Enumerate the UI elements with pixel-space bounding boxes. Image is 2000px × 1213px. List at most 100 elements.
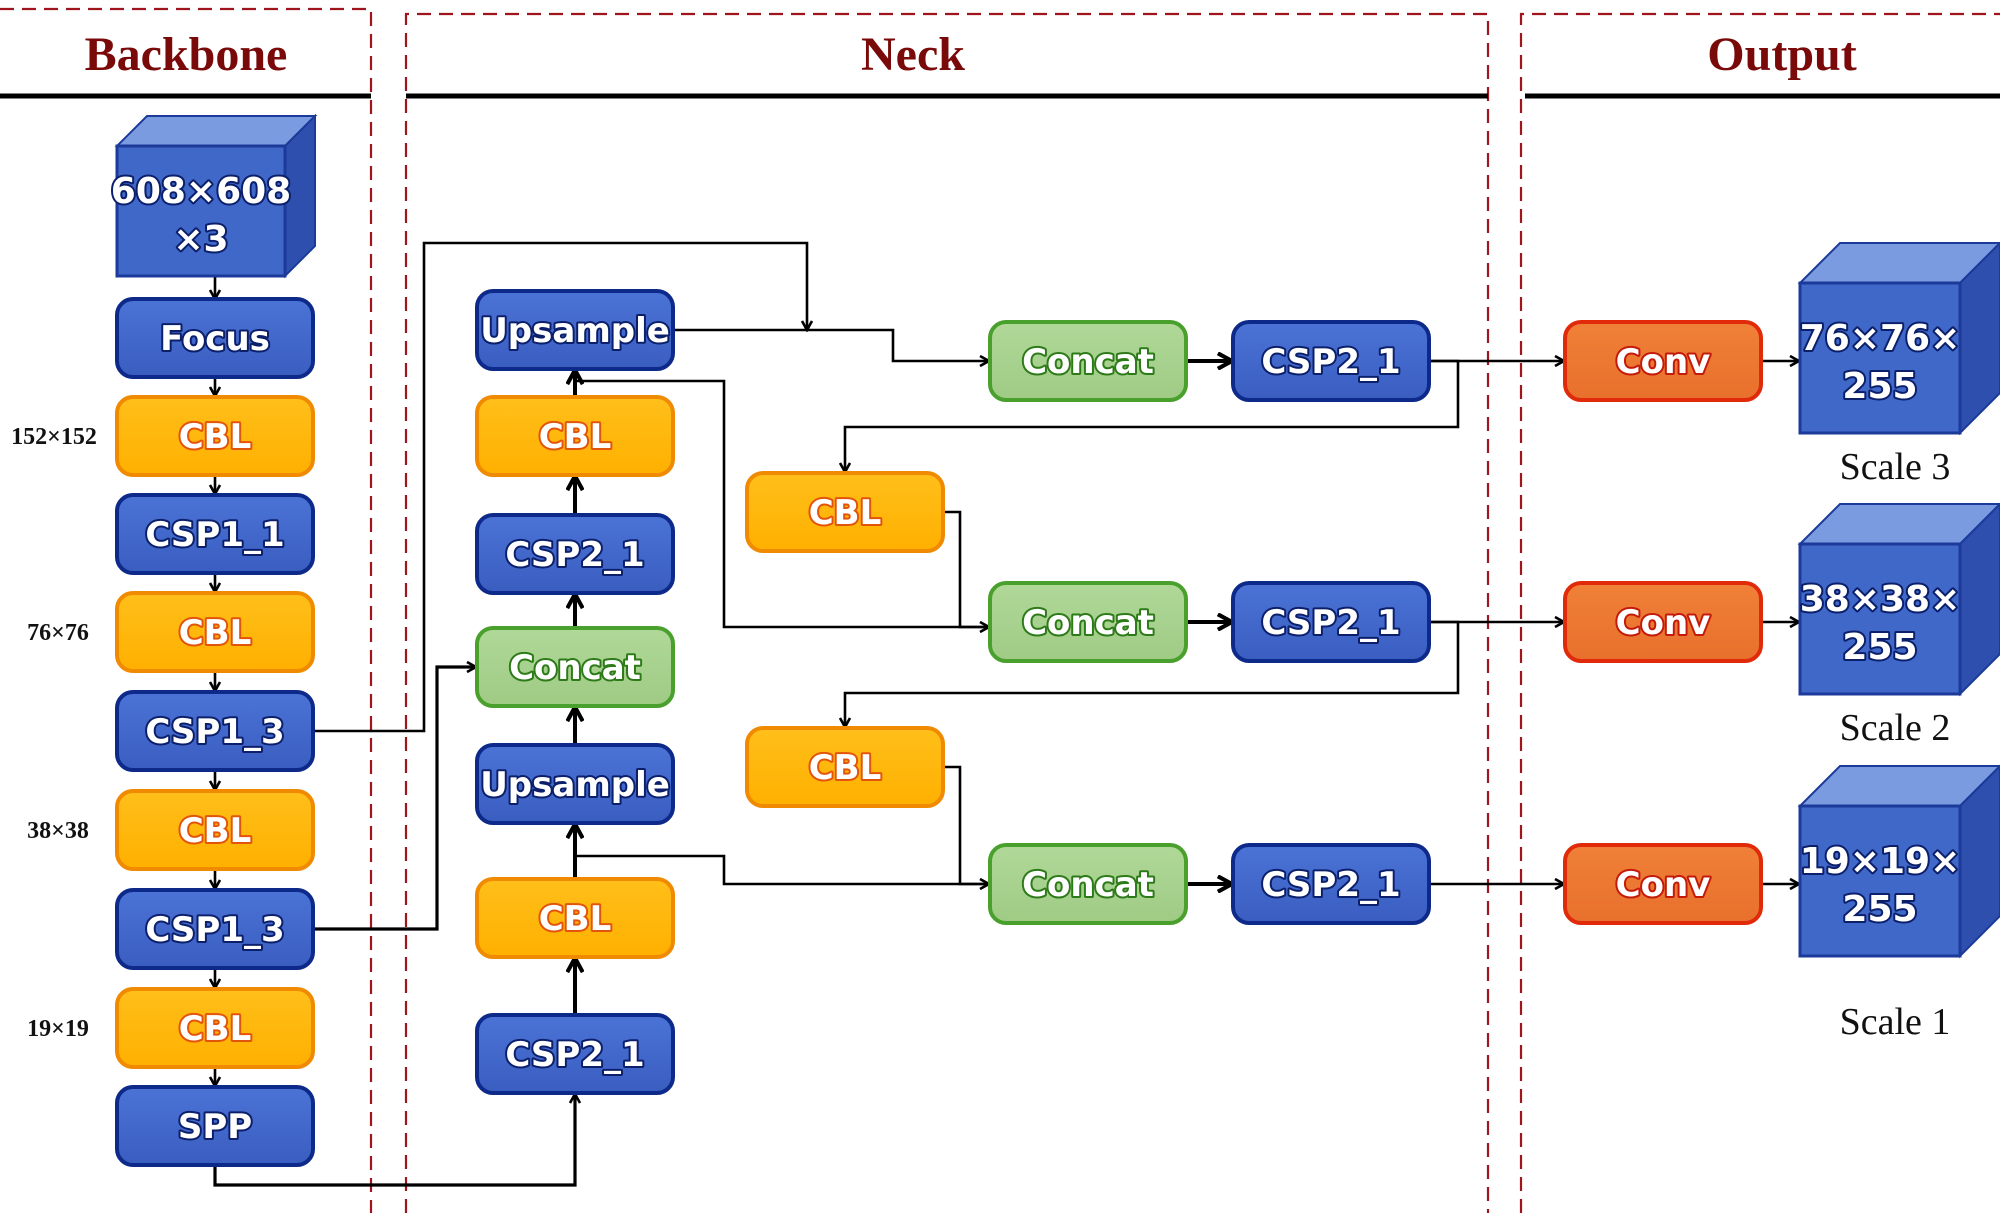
backbone-csp1_3a: CSP1_3 [115,690,315,772]
neck-row2-concat-label: Concat [1022,603,1154,643]
output-conv-3-label: Conv [1616,865,1711,905]
neck-row1-csp-box [1231,320,1431,402]
arrow-cbl3-to-row2-concat [943,510,989,629]
backbone-csp1_3a-label: CSP1_3 [145,712,284,752]
backbone-b_cbl3-box [115,789,315,871]
output-cube-2-front-face [1798,542,1962,696]
neck-row3-concat-box [988,843,1188,925]
neck-row1-csp: CSP2_1 [1231,320,1431,402]
arrow-neck-cbl-to-row2-concat [575,379,989,627]
neck-row3-concat: Concat [988,843,1188,925]
output-cube-3-front-face [1798,804,1962,958]
neck-n_csp0: CSP2_1 [475,1013,675,1095]
neck-n_cbl2: CBL [475,877,675,959]
backbone-b_cbl1: CBL [115,395,315,477]
backbone-b_cbl3: CBL [115,789,315,871]
output-conv-2: Conv [1563,581,1763,663]
output-conv-1: Conv [1563,320,1763,402]
backbone-spp-box [115,1085,315,1167]
neck-n_up1-box [475,289,675,371]
arrow-upsample-to-row1-concat [673,328,989,361]
neck-n_csp1-box [475,513,675,595]
output-cube-3-line2: 255 [1842,889,1917,930]
output-conv-2-label: Conv [1616,603,1711,643]
output-conv-3: Conv [1563,843,1763,925]
backbone-b_cbl4-label: CBL [179,1009,252,1049]
backbone-b_cbl3-label: CBL [179,811,252,851]
neck-n_cbl3-label: CBL [809,493,882,533]
arrow-cbl4-to-row3-concat [943,765,989,886]
backbone-spp-label: SPP [178,1107,252,1147]
dim-label-b_cbl4: 19×19 [27,1016,89,1042]
section-borders [0,7,2000,1213]
neck-n_cbl1-label: CBL [539,417,612,457]
neck-n_up1-label: Upsample [480,311,670,351]
arrow-csp1_3b-to-concat [313,667,476,931]
neck-title: Neck [861,28,965,81]
neck-row2-concat-box [988,581,1188,663]
neck-row1-concat-box [988,320,1188,402]
scale-label-3: Scale 1 [1840,1001,1951,1043]
output-cube-1-line1: 76×76× [1800,318,1961,359]
neck-row3-csp-label: CSP2_1 [1261,865,1400,905]
neck-n_csp1: CSP2_1 [475,513,675,595]
backbone-csp1_1-label: CSP1_1 [145,515,284,555]
backbone-b_cbl4: CBL [115,987,315,1069]
backbone-csp1_3b-label: CSP1_3 [145,910,284,950]
output-conv-2-box [1563,581,1763,663]
neck-n_cbl4: CBL [745,726,945,808]
neck-n_concat0-box [475,626,675,708]
backbone-focus-box [115,297,315,379]
backbone-spp: SPP [115,1085,315,1167]
backbone-csp1_3b-box [115,888,315,970]
backbone-csp1_1-box [115,493,315,575]
neck-row1-concat: Concat [988,320,1188,402]
neck-n_up1: Upsample [475,289,675,371]
neck-row1-csp-label: CSP2_1 [1261,342,1400,382]
dim-label-b_cbl2: 76×76 [27,620,89,646]
neck-n_cbl4-box [745,726,945,808]
dim-label-b_cbl3: 38×38 [27,818,89,844]
neck-n_csp1-label: CSP2_1 [505,535,644,575]
neck-n_cbl3-box [745,471,945,553]
backbone-focus: Focus [115,297,315,379]
neck-n_up2: Upsample [475,743,675,825]
arrow-neck-cbl2-to-row3-concat [575,854,989,884]
neck-row3-csp-box [1231,843,1431,925]
backbone-b_cbl1-box [115,395,315,477]
output-cube-1-line2: 255 [1842,366,1917,407]
neck-n_concat0: Concat [475,626,675,708]
neck-section-border [404,12,1490,1213]
backbone-csp1_3b: CSP1_3 [115,888,315,970]
neck-row2-csp: CSP2_1 [1231,581,1431,663]
backbone-b_cbl4-box [115,987,315,1069]
connectors [213,241,1799,1187]
neck-n_csp0-box [475,1013,675,1095]
backbone-csp1_1: CSP1_1 [115,493,315,575]
output-cube-1: 76×76× 255 [1797,241,2000,436]
output-cube-1-front-face [1798,281,1962,435]
output-title: Output [1707,28,1856,81]
neck-n_up2-label: Upsample [480,765,670,805]
scale-label-2: Scale 2 [1840,707,1951,749]
output-cube-2: 38×38×255 [1797,502,2000,697]
arrow-spp-to-neck-csp [213,1094,575,1187]
neck-row2-csp-box [1231,581,1431,663]
output-cube-3-line1: 19×19× [1800,841,1961,882]
backbone-section-border [0,7,373,1213]
neck-n_cbl1: CBL [475,395,675,477]
neck-n_concat0-label: Concat [509,648,641,688]
neck-row2-csp-label: CSP2_1 [1261,603,1400,643]
backbone-csp1_3a-box [115,690,315,772]
backbone-b_cbl1-label: CBL [179,417,252,457]
neck-n_cbl1-box [475,395,675,477]
input-cube-line1: 608×608 [111,171,291,212]
neck-n_cbl3: CBL [745,471,945,553]
backbone-b_cbl2: CBL [115,591,315,673]
output-section-border [1519,12,2000,1213]
output-conv-1-label: Conv [1616,342,1711,382]
neck-row1-concat-label: Concat [1022,342,1154,382]
neck-n_csp0-label: CSP2_1 [505,1035,644,1075]
input-cube-top-face [114,115,318,147]
dim-label-b_cbl1: 152×152 [11,424,97,450]
